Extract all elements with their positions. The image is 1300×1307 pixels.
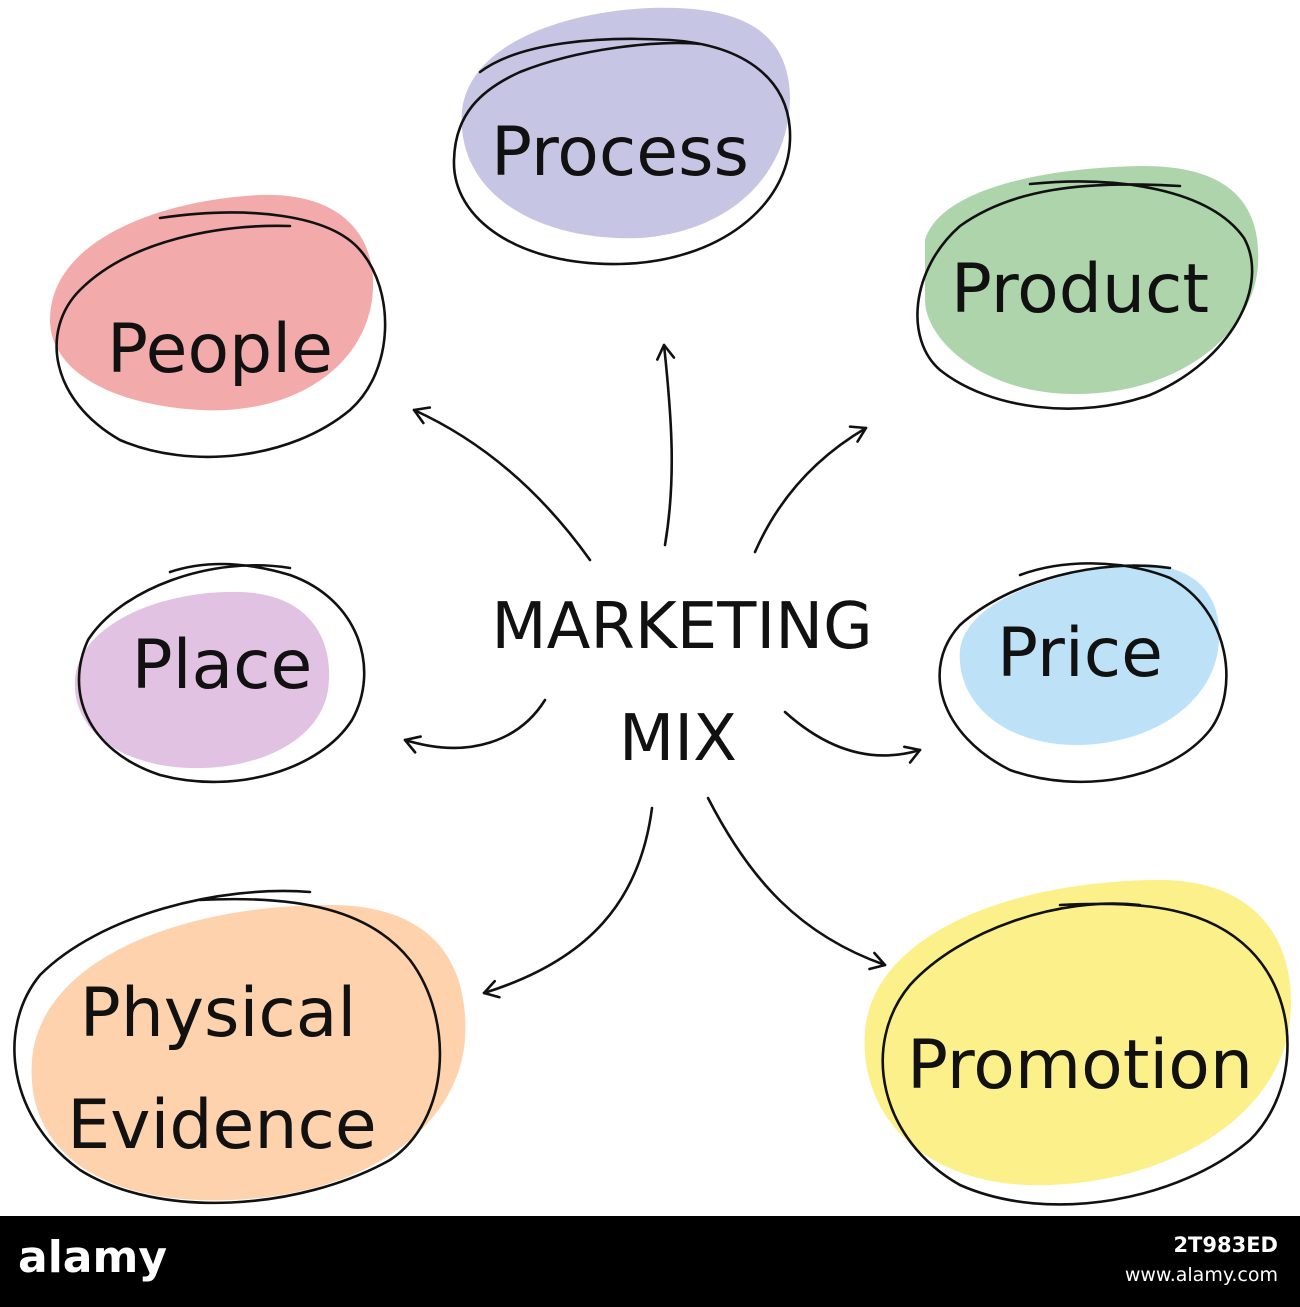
arrow-to-place-line bbox=[403, 698, 547, 750]
node-price-label: Price bbox=[997, 614, 1163, 693]
node-price: Price bbox=[938, 562, 1228, 784]
arrow-to-price-line bbox=[783, 710, 922, 757]
node-physical-evidence-outline bbox=[13, 889, 442, 1205]
node-place: Place bbox=[74, 562, 366, 784]
arrowhead-icon bbox=[412, 406, 432, 425]
watermark-meta: 2T983ED www.alamy.com bbox=[1125, 1230, 1278, 1290]
alamy-logo: alamy bbox=[18, 1232, 167, 1283]
watermark-url: www.alamy.com bbox=[1124, 1264, 1278, 1286]
node-product-label: Product bbox=[951, 250, 1209, 329]
arrowhead-icon bbox=[656, 343, 676, 361]
arrowhead-icon bbox=[403, 735, 422, 754]
node-price-outline bbox=[938, 562, 1228, 784]
node-process-fill bbox=[461, 7, 790, 239]
center-title-line1: MARKETING bbox=[491, 590, 872, 664]
node-people-fill bbox=[50, 194, 374, 411]
arrow-to-product bbox=[753, 425, 868, 554]
center-title-line2: MIX bbox=[619, 702, 737, 776]
svg-text:alamy: alamy bbox=[18, 1232, 167, 1283]
node-people: People bbox=[50, 194, 387, 459]
node-promotion: Promotion bbox=[864, 880, 1291, 1206]
node-people-outline bbox=[55, 211, 387, 459]
arrowhead-icon bbox=[868, 951, 887, 971]
arrow-to-promotion-line bbox=[706, 796, 887, 967]
node-physical-evidence-label-line1: Physical bbox=[80, 974, 357, 1053]
watermark-image-id: 2T983ED bbox=[1173, 1233, 1278, 1257]
node-process-label: Process bbox=[491, 113, 749, 192]
node-process: Process bbox=[452, 7, 792, 266]
arrow-to-place bbox=[403, 698, 547, 754]
arrow-to-promotion bbox=[706, 796, 887, 971]
arrow-to-physical-evidence-line bbox=[482, 806, 654, 995]
arrow-to-process-line bbox=[662, 343, 674, 547]
arrow-to-people bbox=[412, 406, 592, 562]
node-product-outline bbox=[916, 180, 1254, 410]
arrow-to-product-line bbox=[753, 426, 868, 554]
arrow-to-price bbox=[783, 710, 922, 764]
arrow-to-process bbox=[656, 343, 676, 547]
watermark-bar: alamy 2T983ED www.alamy.com bbox=[0, 1216, 1300, 1307]
node-place-fill bbox=[74, 591, 330, 769]
node-people-label: People bbox=[107, 310, 333, 389]
arrowhead-icon bbox=[903, 745, 922, 764]
arrowhead-icon bbox=[482, 979, 501, 999]
node-physical-evidence-label-line2: Evidence bbox=[67, 1086, 376, 1165]
node-place-label: Place bbox=[132, 626, 313, 705]
arrow-to-people-line bbox=[412, 408, 592, 562]
arrow-to-physical-evidence bbox=[482, 806, 654, 999]
diagram-svg: Process Product People Place Price bbox=[13, 7, 1291, 1206]
marketing-mix-diagram: Process Product People Place Price bbox=[13, 7, 1291, 1206]
node-promotion-label: Promotion bbox=[907, 1026, 1253, 1105]
node-promotion-fill bbox=[864, 880, 1291, 1186]
node-physical-evidence: Physical Evidence bbox=[13, 889, 466, 1205]
node-physical-evidence-fill bbox=[31, 905, 466, 1201]
node-product-fill bbox=[925, 165, 1259, 395]
node-promotion-outline bbox=[881, 902, 1289, 1206]
node-process-outline bbox=[452, 37, 792, 266]
center-title: MARKETING MIX bbox=[491, 590, 872, 776]
arrowhead-icon bbox=[848, 425, 868, 443]
node-price-fill bbox=[959, 564, 1220, 745]
node-product: Product bbox=[916, 165, 1259, 410]
node-place-outline bbox=[77, 562, 366, 784]
